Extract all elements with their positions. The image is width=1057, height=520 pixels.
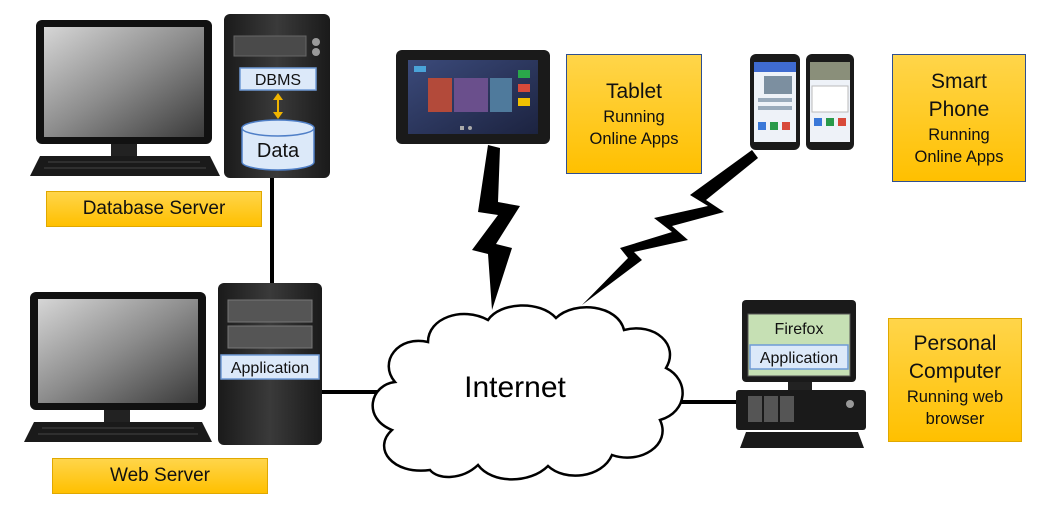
- tablet-subtitle-2: Online Apps: [589, 130, 679, 148]
- data-cylinder-icon: [241, 119, 315, 171]
- web-monitor-icon: [24, 292, 212, 442]
- smart-phone-label-box: Smart Phone Running Online Apps: [892, 54, 1026, 182]
- personal-computer-title-1: Personal: [913, 332, 997, 355]
- wireless-link-tablet-icon: [472, 145, 520, 310]
- tablet-label-box: Tablet Running Online Apps: [566, 54, 702, 174]
- tablet-title: Tablet: [605, 80, 663, 103]
- database-server-label-box: Database Server: [46, 191, 262, 227]
- pc-application-box: [749, 344, 849, 370]
- personal-computer-subtitle-1: Running web: [906, 388, 1004, 406]
- dbms-box: [239, 67, 317, 91]
- smart-phone-subtitle-1: Running: [928, 126, 990, 144]
- application-box: [220, 354, 320, 380]
- web-server-tower-icon: [218, 283, 322, 445]
- database-server-label: Database Server: [82, 198, 226, 219]
- db-server-tower-icon: [224, 14, 330, 178]
- personal-computer-title-2: Computer: [908, 360, 1002, 383]
- internet-label: Internet: [464, 371, 566, 404]
- pc-application-label: Application: [760, 350, 838, 367]
- smart-phone-title-2: Phone: [928, 98, 990, 121]
- web-server-label-box: Web Server: [52, 458, 268, 494]
- web-application-label: Application: [231, 360, 309, 377]
- personal-computer-icon: [736, 300, 866, 448]
- tablet-icon: [396, 50, 550, 144]
- web-server-label: Web Server: [110, 465, 210, 486]
- smart-phone-subtitle-2: Online Apps: [914, 148, 1004, 166]
- firefox-label: Firefox: [775, 321, 824, 338]
- smart-phone-title-1: Smart: [930, 70, 987, 93]
- data-label: Data: [257, 140, 300, 162]
- personal-computer-subtitle-2: browser: [925, 410, 985, 428]
- personal-computer-label-box: Personal Computer Running web browser: [888, 318, 1022, 442]
- tablet-subtitle-1: Running: [603, 108, 665, 126]
- smart-phone-icon: [750, 54, 854, 150]
- db-monitor-icon: [30, 20, 220, 176]
- wireless-link-phone-icon: [582, 150, 758, 305]
- dbms-label: DBMS: [255, 72, 301, 89]
- internet-cloud-icon: [371, 304, 684, 481]
